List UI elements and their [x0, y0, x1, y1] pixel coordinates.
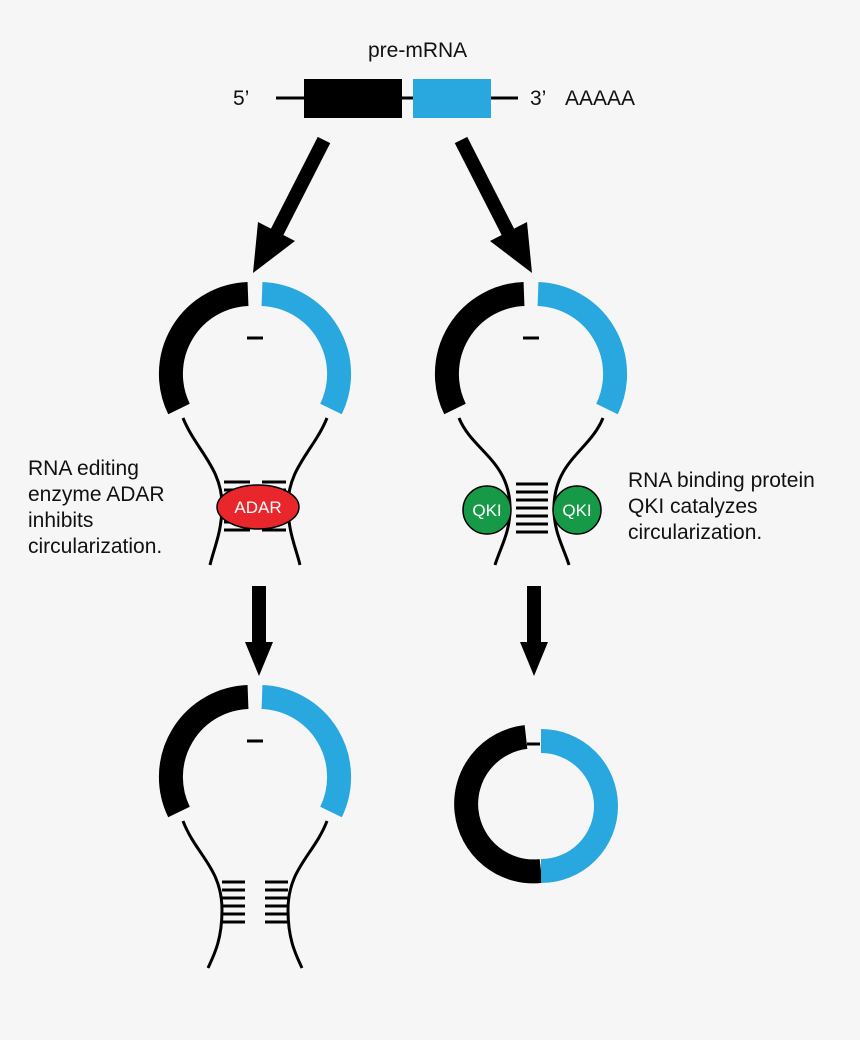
qki-label-right: QKI: [562, 501, 591, 520]
five-prime-label: 5’: [233, 87, 250, 110]
hairpin-adar: ADAR: [171, 294, 339, 566]
exon-blue: [413, 79, 491, 118]
pre-mrna-title: pre-mRNA: [368, 39, 468, 62]
linear-hairpin: [171, 697, 339, 969]
circle-exon-blue: [540, 729, 618, 883]
adar-caption-line: RNA editing: [28, 457, 139, 480]
adar-caption-line: circularization.: [28, 535, 163, 558]
exon-black: [304, 79, 402, 118]
pre-mrna-transcript: [276, 79, 518, 118]
adar-label: ADAR: [234, 498, 281, 517]
circular-rna: [454, 725, 618, 884]
arrow-down-left-lower: [245, 586, 273, 676]
poly-a-tail-label: AAAAA: [565, 87, 636, 110]
hairpin-qki: QKI QKI: [447, 294, 615, 566]
qki-caption: RNA binding protein QKI catalyzes circul…: [628, 468, 815, 546]
arrow-down-right-lower: [520, 586, 548, 676]
arrow-down-right: [454, 136, 532, 273]
adar-caption-line: enzyme ADAR: [28, 483, 165, 506]
circle-exon-black: [454, 725, 543, 884]
adar-caption-line: inhibits: [28, 509, 94, 532]
adar-protein: [216, 484, 300, 530]
three-prime-label: 3’: [530, 87, 547, 110]
qki-protein-right: [552, 485, 602, 535]
qki-caption-line: QKI catalyzes: [628, 495, 758, 518]
qki-protein-left: [462, 485, 512, 535]
arrow-down-left: [253, 136, 331, 273]
qki-label-left: QKI: [472, 501, 501, 520]
adar-caption: RNA editing enzyme ADAR inhibits circula…: [28, 456, 165, 560]
qki-caption-line: RNA binding protein: [628, 469, 815, 492]
qki-caption-line: circularization.: [628, 521, 763, 544]
